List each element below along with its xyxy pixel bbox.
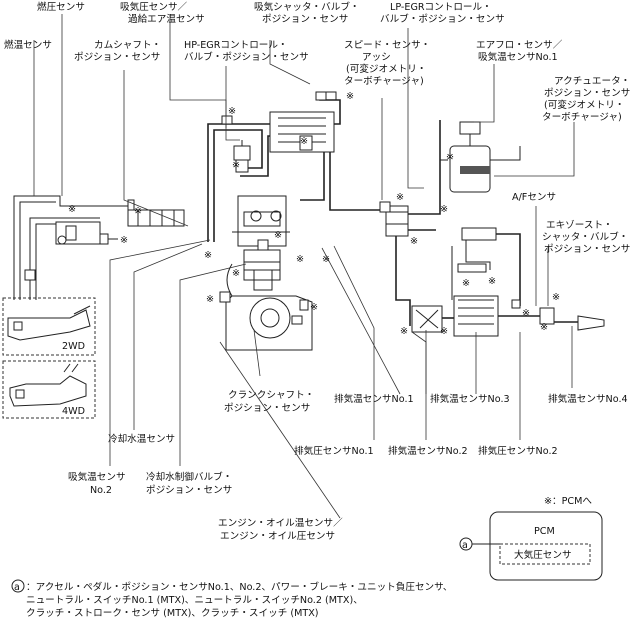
marker: ※	[400, 326, 408, 337]
marker: ※	[274, 230, 282, 241]
label-camshaft-sensor: カムシャフト・	[94, 40, 161, 51]
label-intake-temp-2: 吸気温センサ	[68, 471, 126, 483]
marker: ※	[296, 254, 304, 265]
turbocharger	[379, 120, 441, 326]
marker: ※	[396, 192, 404, 203]
label-intake-shutter-valve: 吸気シャッタ・バルブ・	[254, 1, 360, 13]
svg-text:シャッタ・バルブ・: シャッタ・バルブ・	[542, 231, 628, 243]
label-af-sensor: A/Fセンサ	[512, 192, 556, 203]
svg-text:吸気温センサNo.1: 吸気温センサNo.1	[478, 51, 558, 63]
marker: ※	[410, 236, 418, 247]
svg-text:ポジション・センサ: ポジション・センサ	[262, 14, 348, 25]
engine-block	[219, 249, 313, 351]
label-exhaust-temp-4: 排気温センサNo.4	[548, 393, 628, 405]
marker: ※	[228, 106, 236, 117]
svg-text:(可変ジオメトリ・: (可変ジオメトリ・	[544, 99, 625, 111]
label-airflow-sensor: エアフロ・センサ／	[476, 40, 563, 51]
label-lp-egr-valve: LP-EGRコントロール・	[390, 2, 492, 13]
marker: ※	[346, 91, 354, 102]
marker: ※	[232, 160, 240, 171]
label-exhaust-temp-1: 排気温センサNo.1	[334, 393, 414, 405]
label-exhaust-pressure-1: 排気圧センサNo.1	[294, 445, 374, 457]
label-4wd: 4WD	[62, 406, 85, 417]
marker: ※	[462, 278, 470, 289]
marker: ※	[68, 204, 76, 215]
pcm-markers: ※ ※ ※ ※ ※ ※ ※ ※ ※ ※ ※ ※ ※ ※ ※ ※ ※ ※ ※ ※ …	[68, 91, 560, 337]
marker: ※	[204, 250, 212, 261]
label-engine-oil-sensor: エンジン・オイル温センサ／	[218, 518, 343, 529]
marker: ※	[522, 308, 530, 319]
marker: ※	[134, 206, 142, 217]
svg-text:ポジション・センサ: ポジション・センサ	[544, 88, 630, 99]
svg-text:No.2: No.2	[90, 485, 112, 496]
marker: ※	[540, 322, 548, 333]
footnote-line-2: ニュートラル・スイッチNo.1 (MTX)、ニュートラル・スイッチNo.2 (M…	[26, 595, 363, 606]
egr-cooler	[451, 227, 521, 306]
marker: ※	[206, 294, 214, 305]
marker: ※	[310, 302, 318, 313]
marker: ※	[440, 326, 448, 337]
label-fuel-pressure-sensor: 燃圧センサ	[37, 1, 85, 13]
svg-text:過給エア温センサ: 過給エア温センサ	[128, 13, 205, 25]
marker: ※	[488, 276, 496, 287]
label-2wd: 2WD	[62, 341, 85, 352]
component-labels-lower: クランクシャフト・ ポジション・センサ 排気温センサNo.1 排気温センサNo.…	[68, 390, 628, 542]
label-exhaust-temp-3: 排気温センサNo.3	[430, 393, 510, 405]
marker: ※	[120, 235, 128, 246]
label-coolant-temp-sensor: 冷却水温センサ	[108, 433, 175, 445]
component-labels: 燃圧センサ 吸気圧センサ／ 過給エア温センサ 吸気シャッタ・バルブ・ ポジション…	[4, 1, 630, 255]
fuel-tank-4wd-inset: 4WD	[2, 360, 96, 419]
fuel-lines	[13, 195, 128, 300]
label-speed-sensor: スピード・センサ・	[344, 40, 430, 51]
baro-sensor-label: 大気圧センサ	[514, 549, 572, 561]
svg-text:アッシ: アッシ	[362, 52, 391, 63]
intercooler	[269, 111, 335, 153]
pcm-title: PCM	[534, 526, 555, 537]
circle-a-marker: a	[462, 540, 468, 551]
marker: ※	[232, 268, 240, 279]
marker: ※	[300, 136, 308, 147]
exhaust-aftertreatment	[411, 295, 605, 337]
label-exhaust-temp-2: 排気温センサNo.2	[388, 445, 468, 457]
svg-text:ターボチャージャ): ターボチャージャ)	[344, 76, 424, 87]
footnote-line-3: クラッチ・ストローク・センサ (MTX)、クラッチ・スイッチ (MTX)	[26, 608, 319, 618]
label-actuator-sensor: アクチュエータ・	[554, 76, 630, 87]
footnote-circle-a: a	[14, 582, 20, 593]
pcm-marker-legend: ※：PCMへ	[544, 496, 592, 507]
label-crankshaft-sensor: クランクシャフト・	[228, 390, 314, 401]
svg-text:バルブ・ポジション・センサ: バルブ・ポジション・センサ	[380, 13, 505, 25]
air-cleaner	[440, 121, 521, 193]
footnote-line-1: ：アクセル・ペダル・ポジション・センサNo.1、No.2、パワー・ブレーキ・ユニ…	[26, 581, 452, 593]
label-fuel-temp-sensor: 燃温センサ	[4, 39, 52, 51]
pcm-block: ※：PCMへ PCM 大気圧センサ a	[459, 496, 603, 581]
label-hp-egr-valve: HP-EGRコントロール・	[184, 40, 288, 51]
footnote: a ：アクセル・ペダル・ポジション・センサNo.1、No.2、パワー・ブレーキ・…	[11, 579, 452, 618]
label-intake-pressure-sensor: 吸気圧センサ／	[120, 1, 188, 13]
svg-text:バルブ・ポジション・センサ: バルブ・ポジション・センサ	[184, 51, 309, 63]
leader-lines	[33, 14, 575, 519]
marker: ※	[440, 204, 448, 215]
marker: ※	[322, 254, 330, 265]
svg-text:(可変ジオメトリ・: (可変ジオメトリ・	[346, 63, 427, 75]
engine-head	[232, 195, 290, 251]
label-exhaust-pressure-2: 排気圧センサNo.2	[478, 445, 558, 457]
svg-text:ポジション・センサ: ポジション・センサ	[544, 244, 630, 255]
marker: ※	[446, 152, 454, 163]
svg-text:ポジション・センサ: ポジション・センサ	[146, 485, 232, 496]
fuel-pump	[55, 199, 185, 245]
fuel-tank-2wd-inset: 2WD	[2, 297, 96, 356]
marker: ※	[552, 292, 560, 303]
label-exhaust-shutter-valve: エキゾースト・	[546, 220, 613, 231]
hp-egr-valve	[233, 140, 251, 173]
svg-text:ポジション・センサ: ポジション・センサ	[74, 52, 160, 63]
label-coolant-valve-sensor: 冷却水制御バルブ・	[146, 471, 232, 483]
svg-text:ポジション・センサ: ポジション・センサ	[224, 403, 310, 414]
svg-text:エンジン・オイル圧センサ: エンジン・オイル圧センサ	[220, 531, 335, 542]
svg-text:ターボチャージャ): ターボチャージャ)	[542, 112, 622, 123]
